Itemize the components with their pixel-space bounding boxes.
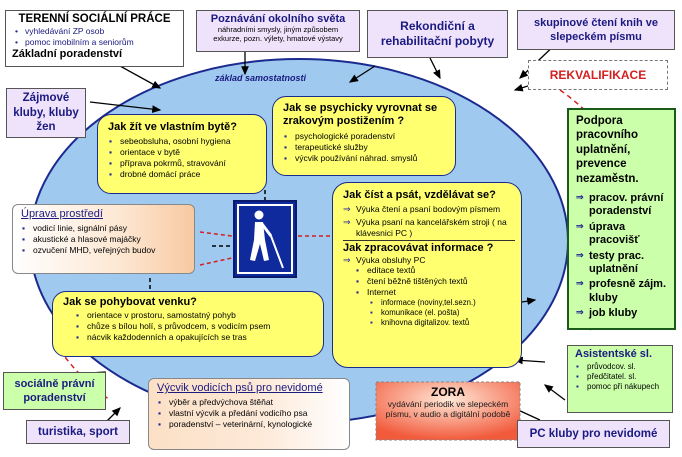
list-item: výběr a předvýchova štěňat xyxy=(157,397,345,408)
cist-title2: Jak zpracovávat informace ? xyxy=(343,240,515,254)
list-item: orientace v prostoru, samostatný pohyb xyxy=(75,310,319,321)
list-item: informace (noviny,tel.sezn.) xyxy=(369,298,515,308)
terenni-list: vyhledávání ZP osob pomoc imobilním a se… xyxy=(14,26,177,48)
list-item: poradenství – veterinární, kynologické xyxy=(157,419,345,430)
list-item: vlastní výcvik a předání vodicího psa xyxy=(157,408,345,419)
podpora-box: Podpora pracovního uplatnění, prevence n… xyxy=(567,108,676,330)
list-item: čtení běžně tištěných textů xyxy=(355,276,515,287)
list-item: výcvik používání náhrad. smyslů xyxy=(283,153,449,164)
list-item: Výuka obsluhy PC xyxy=(343,255,515,266)
internet-sublist: informace (noviny,tel.sezn.) komunikace … xyxy=(369,298,515,328)
list-item: testy prac. uplatnění xyxy=(576,250,670,277)
list-item: orientace v bytě xyxy=(108,147,262,158)
byt-title: Jak žít ve vlastním bytě? xyxy=(108,121,237,133)
podpora-list: pracov. právní poradenství úprava pracov… xyxy=(576,192,670,321)
byt-box: Jak žít ve vlastním bytě? sebeobsluha, o… xyxy=(97,114,267,194)
list-item: Internet xyxy=(355,287,515,298)
list-item: profesně zájm. kluby xyxy=(576,278,670,305)
blind-person-icon xyxy=(233,200,297,278)
list-item: nácvik každodenních a opakujících se tra… xyxy=(75,332,319,343)
socialne-pravni-box: sociálně právní poradenství xyxy=(3,372,106,410)
list-item: pomoc při nákupech xyxy=(575,382,668,392)
list-item: Výuka psaní na kancelářském stroji ( na … xyxy=(343,217,515,238)
pc-kluby-box: PC kluby pro nevidomé xyxy=(517,420,670,448)
list-item: předčitatel. sl. xyxy=(575,372,668,382)
list-item: terapeutické služby xyxy=(283,142,449,153)
pc-list: Výuka obsluhy PC xyxy=(343,255,515,266)
terenni-footer: Základní poradenství xyxy=(12,48,123,61)
zora-title: ZORA xyxy=(431,385,465,399)
rekvalifikace-title: REKVALIFIKACE xyxy=(549,68,647,82)
turistika-title: turistika, sport xyxy=(38,426,118,438)
venku-box: Jak se pohybovat venku? orientace v pros… xyxy=(52,291,324,357)
list-item: ozvučení MHD, veřejných budov xyxy=(21,245,190,256)
cist-list: Výuka čtení a psaní bodovým písmem Výuka… xyxy=(343,204,515,238)
vycvik-list: výběr a předvýchova štěňat vlastní výcvi… xyxy=(157,397,345,430)
psychicky-title: Jak se psychicky vyrovnat se zrakovým po… xyxy=(283,102,438,128)
vycvik-box: Výcvik vodicích psů pro nevidomé výběr a… xyxy=(148,378,350,450)
walking-cane-icon xyxy=(237,204,293,274)
asistentske-box: Asistentské sl. průvodcov. sl. předčitat… xyxy=(567,345,673,413)
list-item: knihovna digitalizov. textů xyxy=(369,318,515,328)
list-item: job kluby xyxy=(576,307,670,320)
cist-title: Jak číst a psát, vzdělávat se? xyxy=(343,189,496,201)
socialne-title: sociálně právní poradenství xyxy=(14,377,95,404)
list-item: Výuka čtení a psaní bodovým písmem xyxy=(343,204,515,215)
uprava-title: Úprava prostředí xyxy=(21,208,103,220)
list-item: pracov. právní poradenství xyxy=(576,192,670,219)
terenni-title: TERENNÍ SOCIÁLNÍ PRÁCE xyxy=(18,13,171,25)
list-item: úprava pracovišť xyxy=(576,221,670,248)
terenni-socialni-prace-box: TERENNÍ SOCIÁLNÍ PRÁCE vyhledávání ZP os… xyxy=(5,10,184,67)
poznavani-line1: náhradními smysly, jiným způsobem xyxy=(217,25,339,34)
podpora-title: Podpora pracovního uplatnění, prevence n… xyxy=(576,115,639,185)
list-item: editace textů xyxy=(355,265,515,276)
list-item: drobné domácí práce xyxy=(108,169,262,180)
psychicky-box: Jak se psychicky vyrovnat se zrakovým po… xyxy=(272,96,456,176)
skupinove-cteni-box: skupinové čtení knih ve slepeckém písmu xyxy=(517,10,675,50)
poznavani-title: Poznávání okolního světa xyxy=(210,13,346,25)
list-item: průvodcov. sl. xyxy=(575,362,668,372)
zajmove-kluby-box: Zájmové kluby, kluby žen xyxy=(6,88,86,138)
pckluby-title: PC kluby pro nevidomé xyxy=(529,428,658,440)
venku-list: orientace v prostoru, samostatný pohyb c… xyxy=(75,310,319,343)
list-item: pomoc imobilním a seniorům xyxy=(14,37,177,48)
asistentske-title: Asistentské sl. xyxy=(575,348,653,360)
vycvik-title: Výcvik vodicích psů pro nevidomé xyxy=(157,382,323,394)
psychicky-list: psychologické poradenství terapeutické s… xyxy=(283,131,449,164)
uprava-prostredi-box: Úprava prostředí vodicí linie, signální … xyxy=(12,204,195,274)
venku-title: Jak se pohybovat venku? xyxy=(63,296,197,308)
list-item: akustické a hlasové majáčky xyxy=(21,234,190,245)
byt-list: sebeobsluha, osobní hygiena orientace v … xyxy=(108,136,262,180)
poznavani-box: Poznávání okolního světa náhradními smys… xyxy=(196,10,360,52)
zajmove-title: Zájmové kluby, kluby žen xyxy=(13,92,79,134)
skupinove-title: skupinové čtení knih ve slepeckém písmu xyxy=(533,16,659,43)
rekvalifikace-box: REKVALIFIKACE xyxy=(528,60,668,90)
zora-text: vydávání periodik ve slepeckém písmu, v … xyxy=(385,399,511,420)
list-item: chůze s bílou holí, s průvodcem, s vodic… xyxy=(75,321,319,332)
turistika-sport-box: turistika, sport xyxy=(26,420,130,444)
list-item: vyhledávání ZP osob xyxy=(14,26,177,37)
rekondicni-title: Rekondiční a rehabilitační pobyty xyxy=(380,19,495,48)
pc-sublist: editace textů čtení běžně tištěných text… xyxy=(355,265,515,298)
list-item: komunikace (el. pošta) xyxy=(369,308,515,318)
list-item: sebeobsluha, osobní hygiena xyxy=(108,136,262,147)
list-item: psychologické poradenství xyxy=(283,131,449,142)
rekondicni-box: Rekondiční a rehabilitační pobyty xyxy=(367,10,508,58)
list-item: vodicí linie, signální pásy xyxy=(21,223,190,234)
list-item: příprava pokrmů, stravování xyxy=(108,158,262,169)
asistentske-list: průvodcov. sl. předčitatel. sl. pomoc př… xyxy=(575,362,668,393)
zora-box: ZORA vydávání periodik ve slepeckém písm… xyxy=(376,382,520,440)
ellipse-label: základ samostatnosti xyxy=(215,73,307,83)
uprava-list: vodicí linie, signální pásy akustické a … xyxy=(21,223,190,256)
poznavani-line2: exkurze, pozn. výlety, hmatové výstavy xyxy=(213,34,343,43)
cist-psat-box: Jak číst a psát, vzdělávat se? Výuka čte… xyxy=(332,182,522,368)
